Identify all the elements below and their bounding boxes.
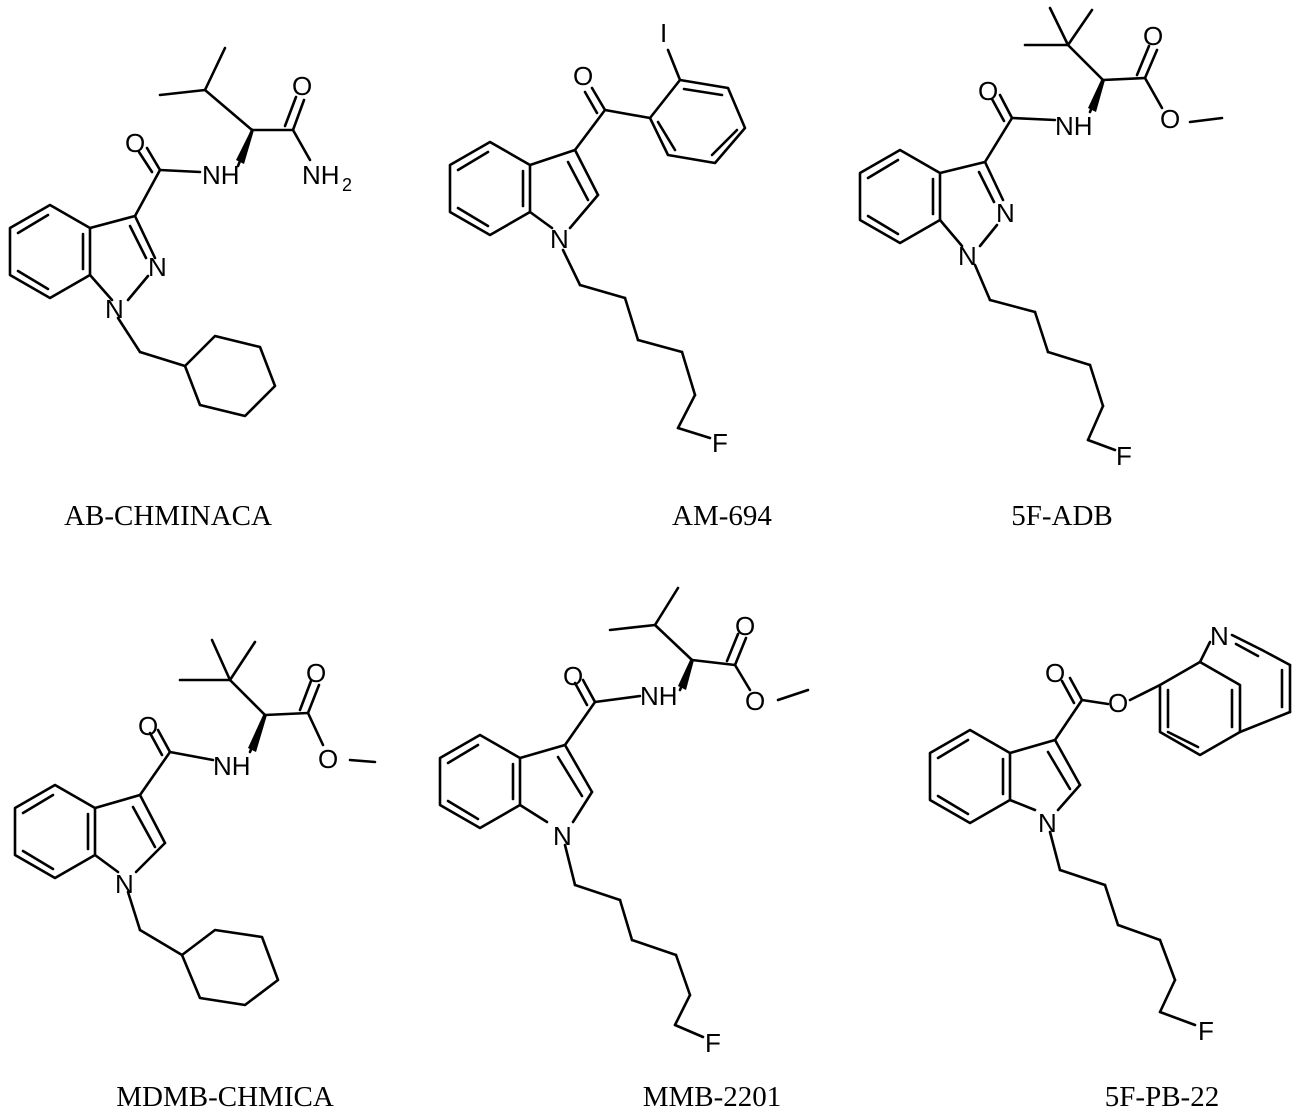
atom-label: N <box>958 241 977 271</box>
compound-name: MMB-2201 <box>643 1081 782 1113</box>
compound-name: 5F-PB-22 <box>1105 1081 1219 1113</box>
structure-mdmb-chmica: O O O NH N <box>13 638 377 1007</box>
atom-label: O <box>1045 658 1065 688</box>
structure-5f-adb: O O O NH N N F <box>858 6 1224 471</box>
atom-subscript: 2 <box>342 175 352 195</box>
structure-ab-chminaca: O O NH NH 2 N N <box>8 46 352 418</box>
atom-label: NH <box>213 751 251 781</box>
compound-name: AM-694 <box>672 500 772 532</box>
atom-label: O <box>745 686 765 716</box>
atom-label: O <box>573 61 593 91</box>
atom-label: N <box>1210 621 1229 651</box>
atom-label: O <box>292 71 312 101</box>
atom-label: F <box>1116 441 1132 471</box>
atom-label: O <box>138 711 158 741</box>
atom-label: O <box>306 658 326 688</box>
atom-label: I <box>660 18 667 48</box>
atom-label: N <box>553 821 572 851</box>
atom-label: F <box>712 428 728 458</box>
atom-label: F <box>1198 1016 1214 1046</box>
atom-label: NH <box>302 160 340 190</box>
atom-label: O <box>1108 688 1128 718</box>
structure-5f-pb-22: O O N N F <box>928 621 1292 1046</box>
atom-label: O <box>125 128 145 158</box>
compound-name: AB-CHMINACA <box>64 500 272 532</box>
atom-label: N <box>550 224 569 254</box>
atom-label: F <box>705 1028 721 1058</box>
atom-label: NH <box>640 681 678 711</box>
atom-label: N <box>148 252 167 282</box>
atom-label: O <box>318 744 338 774</box>
atom-label: O <box>1160 104 1180 134</box>
atom-label: N <box>1038 808 1057 838</box>
compound-name: MDMB-CHMICA <box>116 1081 334 1113</box>
atom-label: O <box>978 76 998 106</box>
atom-label: O <box>1143 21 1163 51</box>
atom-label: O <box>735 611 755 641</box>
compound-name: 5F-ADB <box>1011 500 1113 532</box>
atom-label: N <box>115 869 134 899</box>
atom-label: N <box>996 198 1015 228</box>
atom-label: N <box>105 294 124 324</box>
atom-label: NH <box>202 160 240 190</box>
structure-am-694: I O N F <box>448 18 747 458</box>
structure-mmb-2201: O O O NH N F <box>438 586 810 1058</box>
atom-label: O <box>563 661 583 691</box>
atom-label: NH <box>1055 111 1093 141</box>
